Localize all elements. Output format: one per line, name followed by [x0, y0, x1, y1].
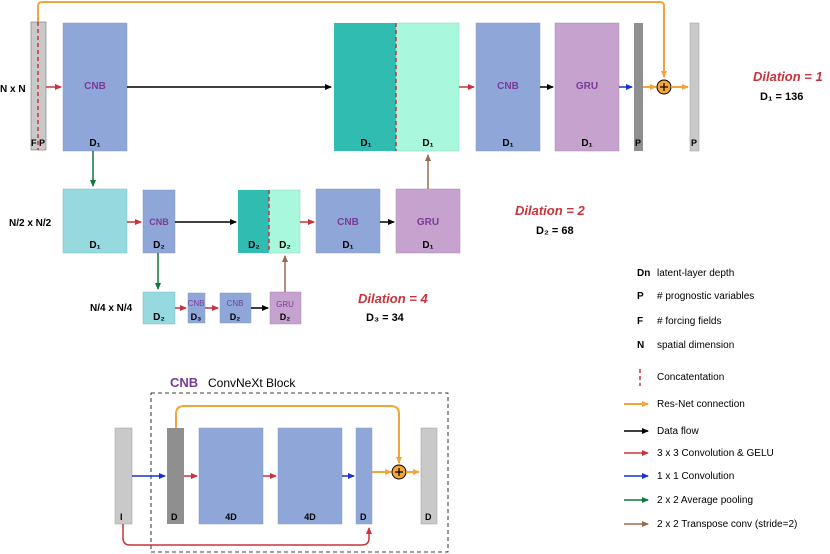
legend-dataflow-text: Data flow	[657, 426, 699, 437]
label-f: F	[31, 138, 37, 148]
cnb-block-level1-up: CNB D₁	[475, 22, 541, 152]
legend-pool-text: 2 x 2 Average pooling	[657, 495, 753, 506]
cnb-label: CNB	[188, 299, 205, 308]
cnb-label: CNB	[84, 81, 106, 92]
dilation-2-title: Dilation = 2	[515, 203, 585, 218]
legend-transpose-text: 2 x 2 Transpose conv (stride=2)	[657, 519, 797, 530]
depth-label: D₂	[230, 312, 241, 322]
cnb-block-level2-up: CNB D₁	[315, 188, 381, 254]
inset-skip-conv3	[122, 524, 372, 546]
inset-label-d: D	[171, 512, 178, 522]
gru-block-level3: GRU D₂	[269, 291, 302, 325]
legend: Dn latent-layer depth P # prognostic var…	[624, 268, 797, 530]
depth-label: D₂	[280, 312, 291, 322]
dilation-4-title: Dilation = 4	[358, 291, 428, 306]
depth-label: D₁	[342, 240, 353, 251]
depth-label: D₁	[422, 138, 433, 149]
dilation-1-value: D₁ = 136	[760, 91, 803, 103]
concat-block-level1: D₁ D₁	[334, 22, 460, 152]
cnb-block-level3-up: CNB D₂	[219, 292, 252, 324]
legend-f-text: # forcing fields	[657, 316, 721, 327]
inset-title: ConvNeXt Block	[208, 376, 296, 390]
gru-label: GRU	[276, 300, 294, 309]
inset-abbr: CNB	[170, 375, 198, 390]
gru-label: GRU	[576, 81, 598, 92]
label-p: P	[635, 138, 641, 148]
level-3-label: N/4 x N/4	[90, 303, 133, 314]
inset-label-d: D	[360, 512, 367, 522]
gru-label: GRU	[417, 217, 439, 228]
depth-label: D₂	[153, 240, 165, 251]
input-column-fp: F P	[30, 21, 47, 151]
cnb-label: CNB	[149, 217, 169, 227]
dilation-2-value: D₂ = 68	[536, 225, 574, 237]
gru-block-level2: GRU D₁	[395, 188, 461, 254]
legend-conv3-text: 3 x 3 Convolution & GELU	[657, 448, 774, 459]
cnb-block-level2: CNB D₂	[142, 189, 176, 254]
inset-dashed-frame	[150, 392, 449, 553]
inset-label-4d: 4D	[225, 512, 237, 522]
label-p: P	[39, 138, 45, 148]
depth-label: D₂	[279, 240, 291, 251]
dilation-1-title: Dilation = 1	[753, 69, 823, 84]
output-column-p: P	[689, 22, 700, 152]
inset-label-d: D	[425, 512, 432, 522]
legend-p-key: P	[637, 291, 644, 302]
legend-dn-key: Dn	[637, 268, 650, 279]
inset-add-node	[391, 464, 407, 480]
depth-label: D₂	[248, 240, 260, 251]
legend-p-text: # prognostic variables	[657, 291, 754, 302]
cnb-block-level3: CNB D₃	[188, 292, 206, 324]
inset-resnet	[175, 405, 402, 464]
depth-label: D₃	[191, 312, 202, 322]
pooled-block-level3: D₂	[142, 291, 176, 325]
level-1-label: N x N	[0, 84, 26, 95]
legend-n-key: N	[637, 340, 644, 351]
depth-label: D₁	[581, 138, 592, 149]
depth-label: D₁	[502, 138, 513, 149]
pooled-block-level2: D₁	[62, 188, 128, 254]
depth-label: D₂	[153, 312, 165, 323]
cnb-block-level1: CNB D₁	[62, 22, 128, 152]
p-column-dark: P	[634, 23, 643, 151]
legend-resnet-text: Res-Net connection	[657, 399, 745, 410]
depth-label: D₁	[89, 138, 100, 149]
level-2-label: N/2 x N/2	[9, 218, 52, 229]
depth-label: D₁	[360, 138, 371, 149]
inset-label-i: I	[120, 512, 123, 522]
label-p: P	[691, 138, 697, 148]
dilation-4-value: D₃ = 34	[366, 312, 405, 324]
add-node-level1	[656, 79, 672, 95]
legend-dn-text: latent-layer depth	[657, 268, 734, 279]
inset-label-4d: 4D	[304, 512, 316, 522]
legend-n-text: spatial dimension	[657, 340, 734, 351]
concat-block-level2: D₂ D₂	[238, 189, 301, 254]
legend-conv1-text: 1 x 1 Convolution	[657, 471, 734, 482]
resnet-top-connection	[37, 1, 667, 78]
legend-concat-text: Concatentation	[657, 372, 724, 383]
legend-f-key: F	[637, 316, 643, 327]
gru-block-level1: GRU D₁	[554, 22, 620, 152]
depth-label: D₁	[422, 240, 433, 251]
cnb-label: CNB	[497, 81, 519, 92]
convnext-block-inset: CNB ConvNeXt Block I D 4D 4D D D	[114, 375, 449, 553]
cnb-label: CNB	[227, 299, 244, 308]
depth-label: D₁	[89, 240, 100, 251]
cnb-label: CNB	[337, 217, 359, 228]
